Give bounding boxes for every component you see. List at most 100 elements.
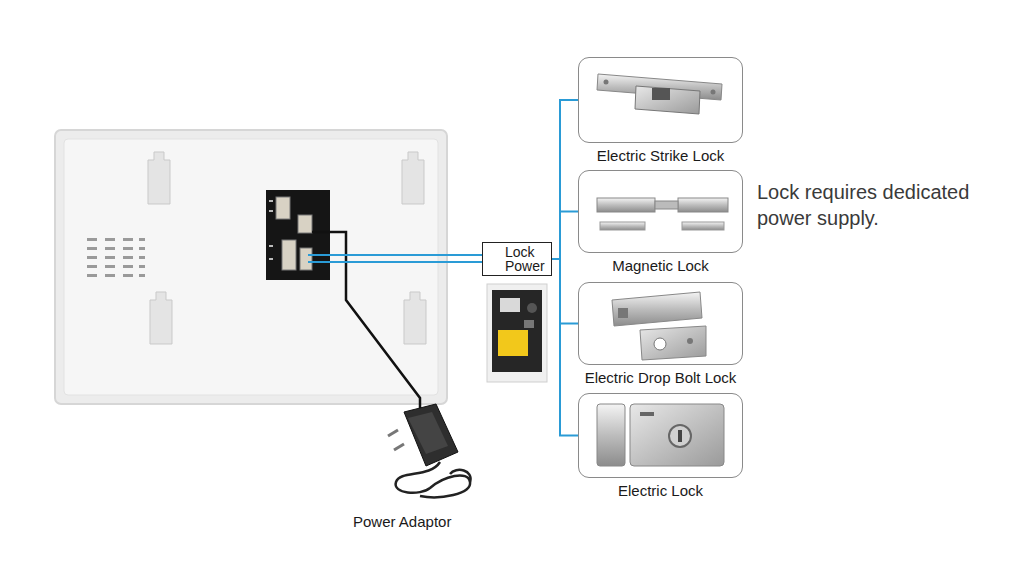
lock-label: Electric Drop Bolt Lock <box>548 369 773 386</box>
lock-wires-part <box>308 261 482 263</box>
vent-slots-part <box>139 274 145 277</box>
power-supply-module-part <box>498 330 528 356</box>
lock-label: Magnetic Lock <box>548 257 773 274</box>
strike-lock-part <box>604 80 609 85</box>
power-adaptor-part <box>404 404 458 466</box>
box-label: Lock Power <box>505 245 545 273</box>
vent-slots-part <box>105 265 115 268</box>
terminal-board-part <box>269 245 273 247</box>
vent-slots-part <box>105 274 115 277</box>
monitor-back-part <box>404 292 426 344</box>
part-label: Power Adaptor <box>353 512 451 532</box>
electric-lock-part <box>630 404 724 466</box>
monitor-back-part <box>55 130 447 404</box>
lock-label: Electric Strike Lock <box>548 147 773 164</box>
vent-slots-part <box>87 256 97 259</box>
monitor-back-part <box>150 292 172 344</box>
terminal-board-part <box>269 200 273 202</box>
electric-lock-part <box>678 430 682 442</box>
vent-slots-part <box>105 247 115 250</box>
monitor-back <box>55 130 447 404</box>
vent-slots-part <box>87 265 97 268</box>
magnetic-lock-part <box>597 198 655 212</box>
drop-bolt-lock-part <box>654 338 666 350</box>
terminal-board-part <box>298 215 312 233</box>
magnetic-lock-part <box>600 222 645 230</box>
drop-bolt-lock-part <box>612 292 702 326</box>
electric-lock <box>597 404 724 466</box>
strike-lock-part <box>652 88 670 100</box>
power-adaptor-part <box>408 412 448 454</box>
terminal-board-part <box>269 210 273 212</box>
drop-bolt-lock-part <box>687 338 693 344</box>
terminal-board-part <box>300 248 312 270</box>
power-adaptor-part <box>396 462 470 497</box>
lock-label: Electric Lock <box>548 482 773 499</box>
vent-slots-part <box>123 247 133 250</box>
strike-lock-part <box>597 74 722 100</box>
power-cable-part <box>312 232 420 410</box>
power-supply-module-part <box>500 298 520 312</box>
terminal-board-part <box>282 240 296 270</box>
lock-frame <box>578 282 743 365</box>
power-adaptor <box>388 404 471 497</box>
lock-panel: Electric Drop Bolt Lock <box>578 282 743 386</box>
strike-lock-part <box>711 90 716 95</box>
vent-slots <box>87 238 145 277</box>
lock-panel: Magnetic Lock <box>578 170 743 274</box>
lock-wire <box>552 212 578 260</box>
monitor-back-part <box>148 152 170 204</box>
drop-bolt-lock <box>612 292 706 360</box>
terminal-board-part <box>266 190 330 280</box>
power-adaptor-part <box>450 470 471 482</box>
magnetic-lock-part <box>682 222 724 230</box>
drop-bolt-lock-part <box>640 326 706 360</box>
vent-slots-part <box>87 247 97 250</box>
lock-frame <box>578 170 743 253</box>
vent-slots-part <box>105 256 115 259</box>
vent-slots-part <box>123 265 133 268</box>
lock-wires <box>308 255 482 262</box>
vent-slots-part <box>139 265 145 268</box>
vent-slots-part <box>139 238 145 241</box>
vent-slots-part <box>123 274 133 277</box>
vent-slots-part <box>139 247 145 250</box>
power-adaptor-part <box>394 444 404 450</box>
lock-frame <box>578 57 743 143</box>
lock-frame <box>578 393 743 478</box>
vent-slots-part <box>87 274 97 277</box>
power-adaptor-part <box>388 430 398 436</box>
power-supply-module-part <box>492 290 542 372</box>
lock-wire <box>552 100 578 259</box>
terminal-board-part <box>269 258 273 260</box>
lock-power-box: Lock Power <box>482 242 552 276</box>
vent-slots-part <box>123 256 133 259</box>
power-supply-module-part <box>524 320 534 328</box>
power-supply-module-part <box>487 284 547 382</box>
vent-slots-part <box>105 238 115 241</box>
lock-wires-part <box>308 254 482 256</box>
magnetic-lock-part <box>655 201 678 209</box>
lock-panel: Electric Lock <box>578 393 743 499</box>
vent-slots-part <box>123 238 133 241</box>
lock-wire <box>552 259 578 324</box>
vent-slots-part <box>139 256 145 259</box>
terminal-board <box>266 190 330 280</box>
electric-lock-part <box>597 404 625 466</box>
vent-slots-part <box>87 238 97 241</box>
terminal-board-part <box>276 197 290 219</box>
power-supply-module-part <box>527 303 537 313</box>
lock-panel: Electric Strike Lock <box>578 57 743 164</box>
electric-lock-part <box>640 412 654 416</box>
electric-lock-part <box>669 425 691 447</box>
power-cable <box>312 232 420 410</box>
drop-bolt-lock-part <box>618 308 628 318</box>
strike-lock <box>597 74 722 114</box>
monitor-back-part <box>64 139 438 395</box>
power-supply-module <box>487 284 547 382</box>
monitor-back-part <box>402 152 424 204</box>
note-text: Lock requires dedicated power supply. <box>757 179 997 231</box>
lock-wire <box>552 259 578 436</box>
strike-lock-part <box>635 86 700 114</box>
